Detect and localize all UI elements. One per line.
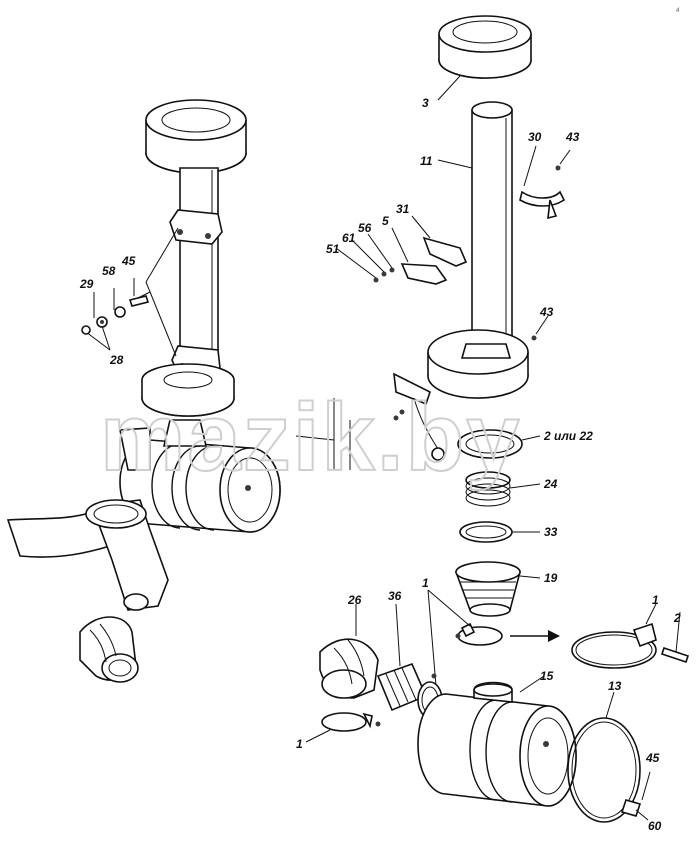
gasket-ring-33 (459, 521, 540, 543)
hose-clamp-detail (571, 603, 690, 669)
left-intake-pipe (179, 167, 219, 371)
left-filter-housing (119, 419, 281, 533)
callout-1-lower: 1 (296, 737, 303, 751)
callout-31: 31 (396, 202, 410, 216)
watermark-text: mazik.by (100, 384, 522, 491)
callout-2-ili-22: 2 или 22 (543, 429, 593, 443)
clamp-ring-2-22 (457, 429, 541, 459)
callout-19: 19 (544, 571, 558, 585)
callout-51: 51 (326, 242, 340, 256)
callout-labels: 3 11 30 43 31 5 56 61 51 43 29 58 45 28 … (79, 96, 681, 833)
callout-56: 56 (358, 221, 372, 235)
callout-1-upper: 1 (422, 576, 429, 590)
hose-clamp-1 (427, 589, 560, 687)
filter-housing-15 (417, 675, 577, 807)
callout-24: 24 (543, 477, 558, 491)
left-fasteners (81, 295, 150, 335)
rubber-elbow-26 (319, 604, 379, 699)
callout-3: 3 (422, 96, 429, 110)
mount-bracket (295, 372, 445, 470)
cyclone-head (427, 315, 549, 399)
callout-33: 33 (544, 525, 558, 539)
left-air-cleaner-assembly (6, 99, 281, 683)
left-rubber-elbow (79, 616, 139, 683)
callout-43: 43 (565, 130, 580, 144)
bracket-31 (335, 215, 468, 285)
spring-24 (465, 471, 541, 507)
half-clamp-30 (519, 145, 571, 220)
callout-2: 2 (673, 611, 681, 625)
callout-45: 45 (121, 254, 136, 268)
callout-43-lower: 43 (539, 305, 554, 319)
left-upper-bracket (169, 209, 223, 245)
callout-60: 60 (648, 819, 662, 833)
callout-28: 28 (109, 353, 124, 367)
intake-pipe-11 (437, 101, 513, 347)
callout-11: 11 (420, 154, 433, 168)
left-intake-cap (145, 99, 247, 174)
left-cyclone-head (141, 363, 235, 417)
intake-cap-3 (437, 15, 532, 101)
left-outlet-elbow (6, 499, 169, 611)
callout-15: 15 (540, 669, 554, 683)
callout-36: 36 (388, 589, 402, 603)
left-fastener-leaders (85, 227, 179, 357)
boot-19 (454, 561, 541, 617)
right-exploded-assembly (295, 15, 690, 823)
callout-45-lower: 45 (645, 751, 660, 765)
spring-36 (376, 603, 428, 712)
callout-30: 30 (528, 130, 542, 144)
callout-58: 58 (102, 264, 116, 278)
callout-26: 26 (347, 593, 362, 607)
callout-13: 13 (608, 679, 622, 693)
callout-29: 29 (79, 277, 94, 291)
callout-5: 5 (382, 214, 389, 228)
mounting-band-13 (567, 691, 651, 823)
corner-mark: 4 (675, 8, 680, 14)
hose-clamp-lower (305, 712, 381, 743)
callout-61: 61 (342, 231, 356, 245)
callout-1-right: 1 (652, 593, 659, 607)
